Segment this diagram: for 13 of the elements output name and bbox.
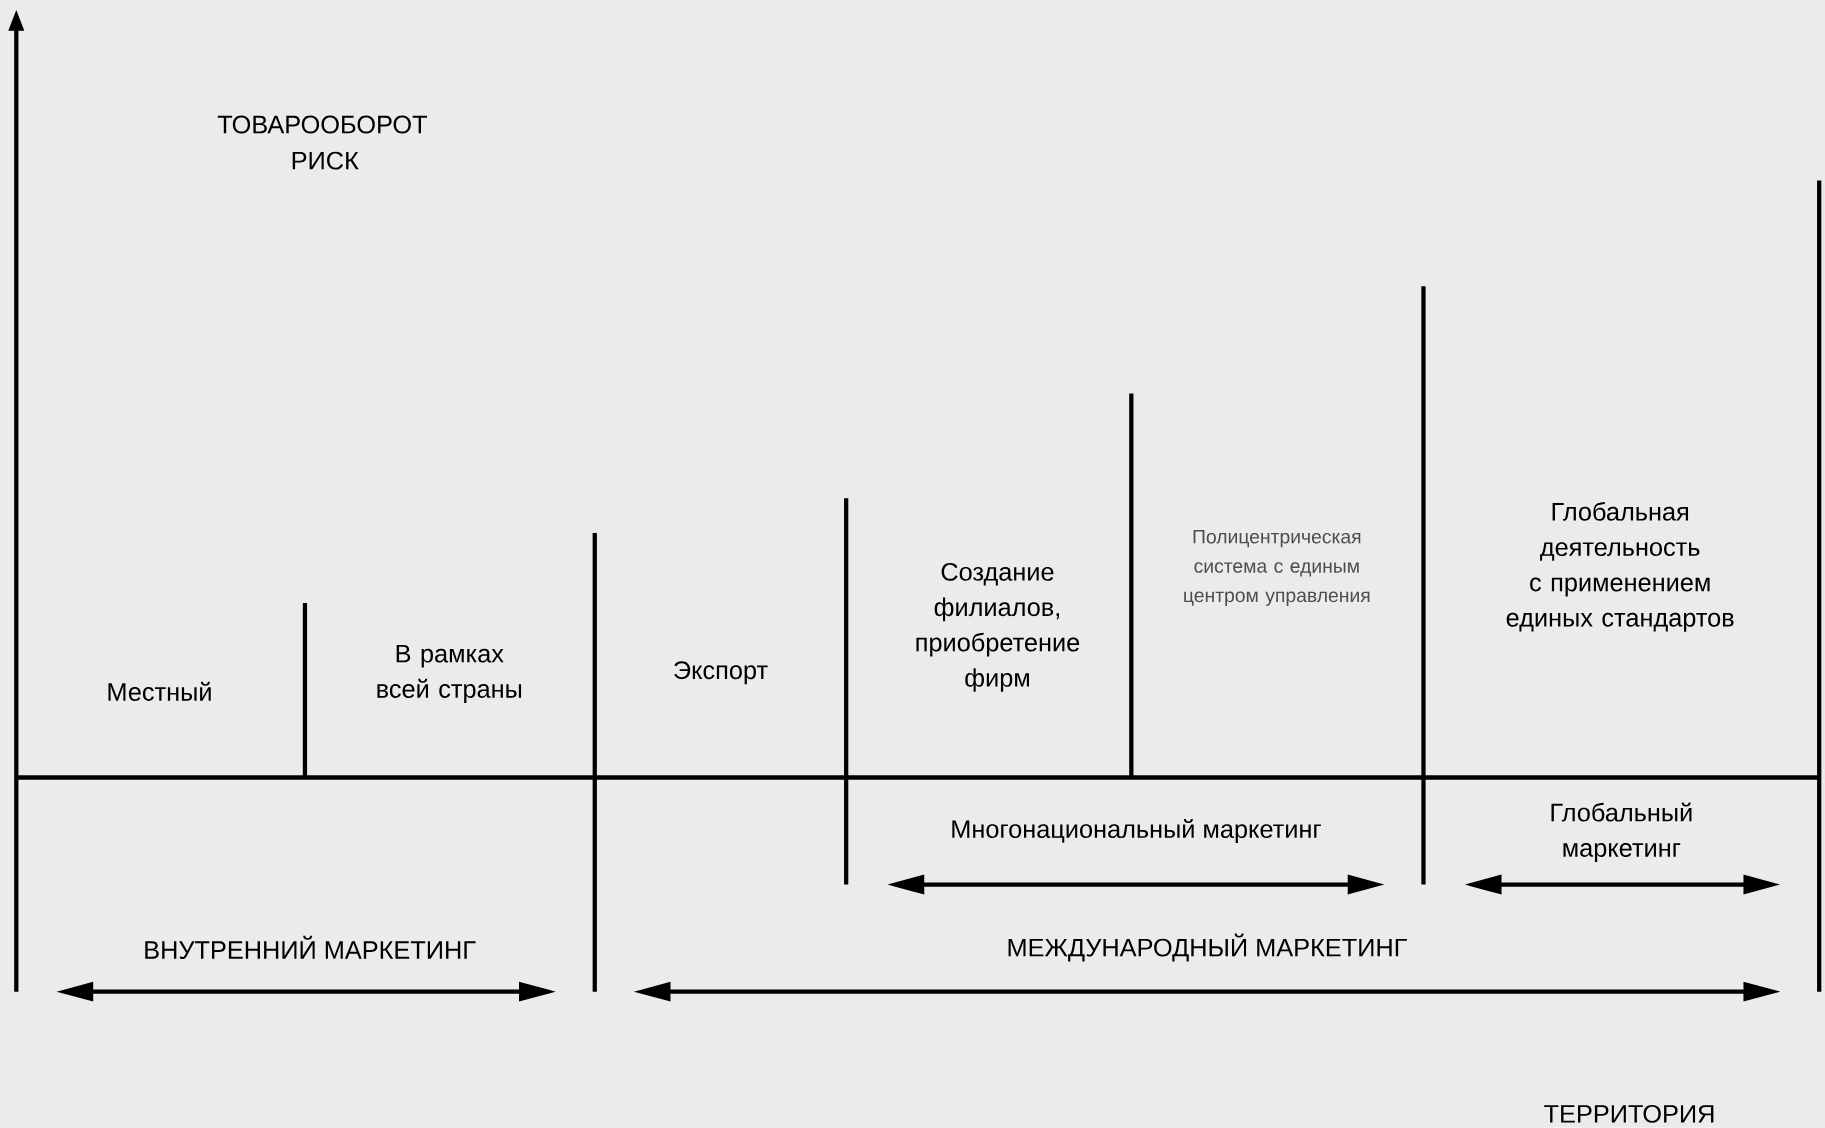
stage-label: Глобальная деятельность с применением единых стандартов	[1506, 502, 1734, 632]
stage-label: В рамках всей страны	[377, 645, 522, 703]
axis-label: ТОВАРООБОРОТ	[217, 115, 427, 134]
axis-label: РИСК	[292, 151, 359, 170]
stage-label: Полицентрическая система с единым центром управления	[1184, 530, 1370, 607]
stage-label: Местный	[108, 681, 211, 701]
span-label: Глобальный маркетинг	[1551, 802, 1692, 862]
stage-label: Экспорт	[674, 661, 768, 685]
stage-label: Создание филиалов, приобретение фирм	[916, 562, 1080, 692]
span-label: ВНУТРЕННИЙ МАРКЕТИНГ	[145, 935, 476, 960]
axis-label: ТЕРРИТОРИЯ	[1544, 1105, 1714, 1123]
span-label: Многонациональный маркетинг	[952, 819, 1321, 844]
span-label: МЕЖДУНАРОДНЫЙ МАРКЕТИНГ	[1008, 933, 1407, 962]
